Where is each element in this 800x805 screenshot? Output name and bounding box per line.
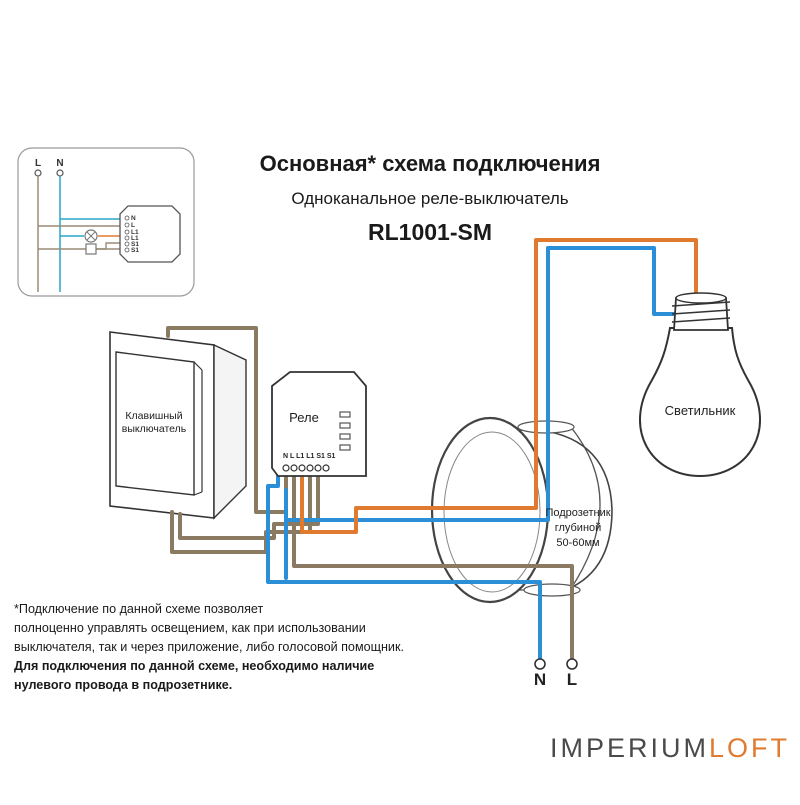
- terminal-l-label: L: [567, 670, 577, 689]
- inset-terminal-n: [56, 169, 64, 177]
- brand-logo: IMPERIUMLOFT: [450, 733, 790, 764]
- wire-switch-s1b: [178, 470, 320, 540]
- inset-term-1: L: [131, 222, 135, 229]
- note-line-3: выключателя, так и через приложение, либ…: [14, 640, 404, 654]
- relay-module: Реле N L L1 L1 S1 S1: [271, 371, 367, 477]
- inset-schematic: L N N L L1 L1 S1: [17, 147, 195, 297]
- wire-neutral-main: [266, 470, 542, 664]
- note-bold-line-2: нулевого провода в подрозетнике.: [14, 678, 233, 692]
- relay-terminal-labels: N L L1 L1 S1 S1: [283, 453, 335, 460]
- wire-neutral-lamp: [358, 246, 676, 522]
- inset-term-3: L1: [131, 235, 139, 242]
- inset-terminal-l: [34, 169, 42, 177]
- wire-load-lamp: [300, 238, 698, 534]
- relay-vents: [339, 411, 351, 451]
- junction-box-side: [539, 429, 613, 593]
- lamp-label: Светильник: [665, 403, 736, 418]
- switch-label-line1: Клавишный: [125, 410, 182, 422]
- diagram-subtitle: Одноканальное реле-выключатель: [291, 189, 569, 208]
- terminal-n-label: N: [534, 670, 546, 689]
- inset-label-n: N: [56, 158, 63, 169]
- junction-box-label: Подрозетник глубиной 50-60мм: [545, 507, 610, 549]
- inset-relay-terminals: N L L1 L1 S1 S1: [124, 215, 139, 254]
- switch-side: [213, 343, 247, 520]
- switch-label-line2: выключатель: [122, 423, 187, 435]
- box-label-line3: 50-60мм: [556, 537, 599, 549]
- inset-term-5: S1: [131, 247, 139, 254]
- box-label-line1: Подрозетник: [545, 507, 610, 519]
- inset-relay-box: [119, 205, 181, 263]
- relay-label: Реле: [289, 410, 319, 425]
- relay-body: [271, 371, 367, 477]
- inset-label-l: L: [35, 158, 41, 169]
- box-label-line2: глубиной: [555, 522, 602, 534]
- inset-term-4: S1: [131, 241, 139, 248]
- note-line-1: *Подключение по данной схеме позволяет: [14, 602, 264, 616]
- model-number: RL1001-SM: [368, 219, 492, 245]
- inset-switch-icon: [85, 243, 97, 255]
- wires: [166, 238, 698, 664]
- brand-part-a: IMPERIUM: [549, 733, 709, 763]
- brand-part-b: LOFT: [708, 733, 790, 763]
- power-terminals: N L: [534, 658, 578, 689]
- junction-box-inner: [443, 431, 541, 593]
- bulb-glass: [639, 327, 761, 478]
- terminal-l: [566, 658, 578, 670]
- inset-term-2: L1: [131, 229, 139, 236]
- wall-switch: Клавишный выключатель: [109, 331, 247, 520]
- relay-terminals: [282, 464, 330, 472]
- light-bulb: Светильник: [639, 292, 761, 478]
- note-line-2: полноценно управлять освещением, как при…: [14, 621, 366, 635]
- inset-term-0: N: [131, 215, 136, 222]
- diagram-title: Основная* схема подключения: [259, 151, 601, 176]
- terminal-n: [534, 658, 546, 670]
- note-bold-line-1: Для подключения по данной схеме, необход…: [14, 659, 375, 673]
